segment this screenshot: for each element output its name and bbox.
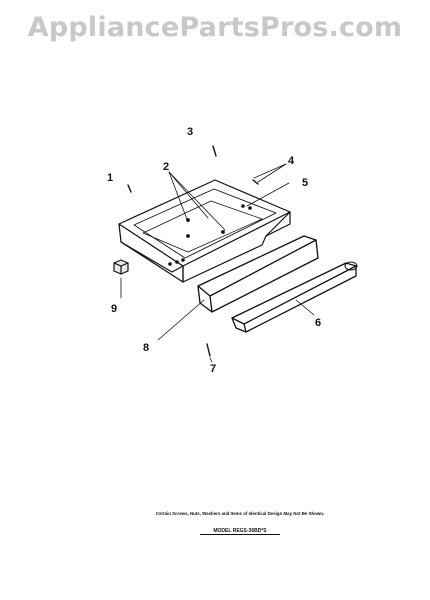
watermark-text: AppliancePartsPros.com bbox=[27, 12, 403, 43]
screws bbox=[127, 145, 259, 357]
leader-lines bbox=[120, 163, 315, 363]
parts-footnote: Certain Screws, Nuts, Washers and Items … bbox=[155, 511, 325, 516]
drawer-front-panel bbox=[197, 235, 319, 313]
callout-3: 3 bbox=[187, 126, 193, 138]
drawer-handle bbox=[231, 261, 358, 333]
broiler-pan bbox=[118, 179, 291, 283]
callout-5: 5 bbox=[302, 177, 308, 189]
callout-labels: 1 2 3 4 5 6 7 8 9 bbox=[107, 126, 321, 375]
callout-1: 1 bbox=[107, 172, 113, 184]
clip-part bbox=[113, 259, 129, 275]
callout-8: 8 bbox=[143, 342, 149, 354]
callout-9: 9 bbox=[111, 303, 117, 315]
callout-7: 7 bbox=[210, 363, 216, 375]
callout-6: 6 bbox=[315, 317, 321, 329]
model-number: MODEL REGS-36BD*S bbox=[200, 528, 280, 535]
callout-2: 2 bbox=[163, 161, 169, 173]
callout-4: 4 bbox=[288, 155, 295, 167]
